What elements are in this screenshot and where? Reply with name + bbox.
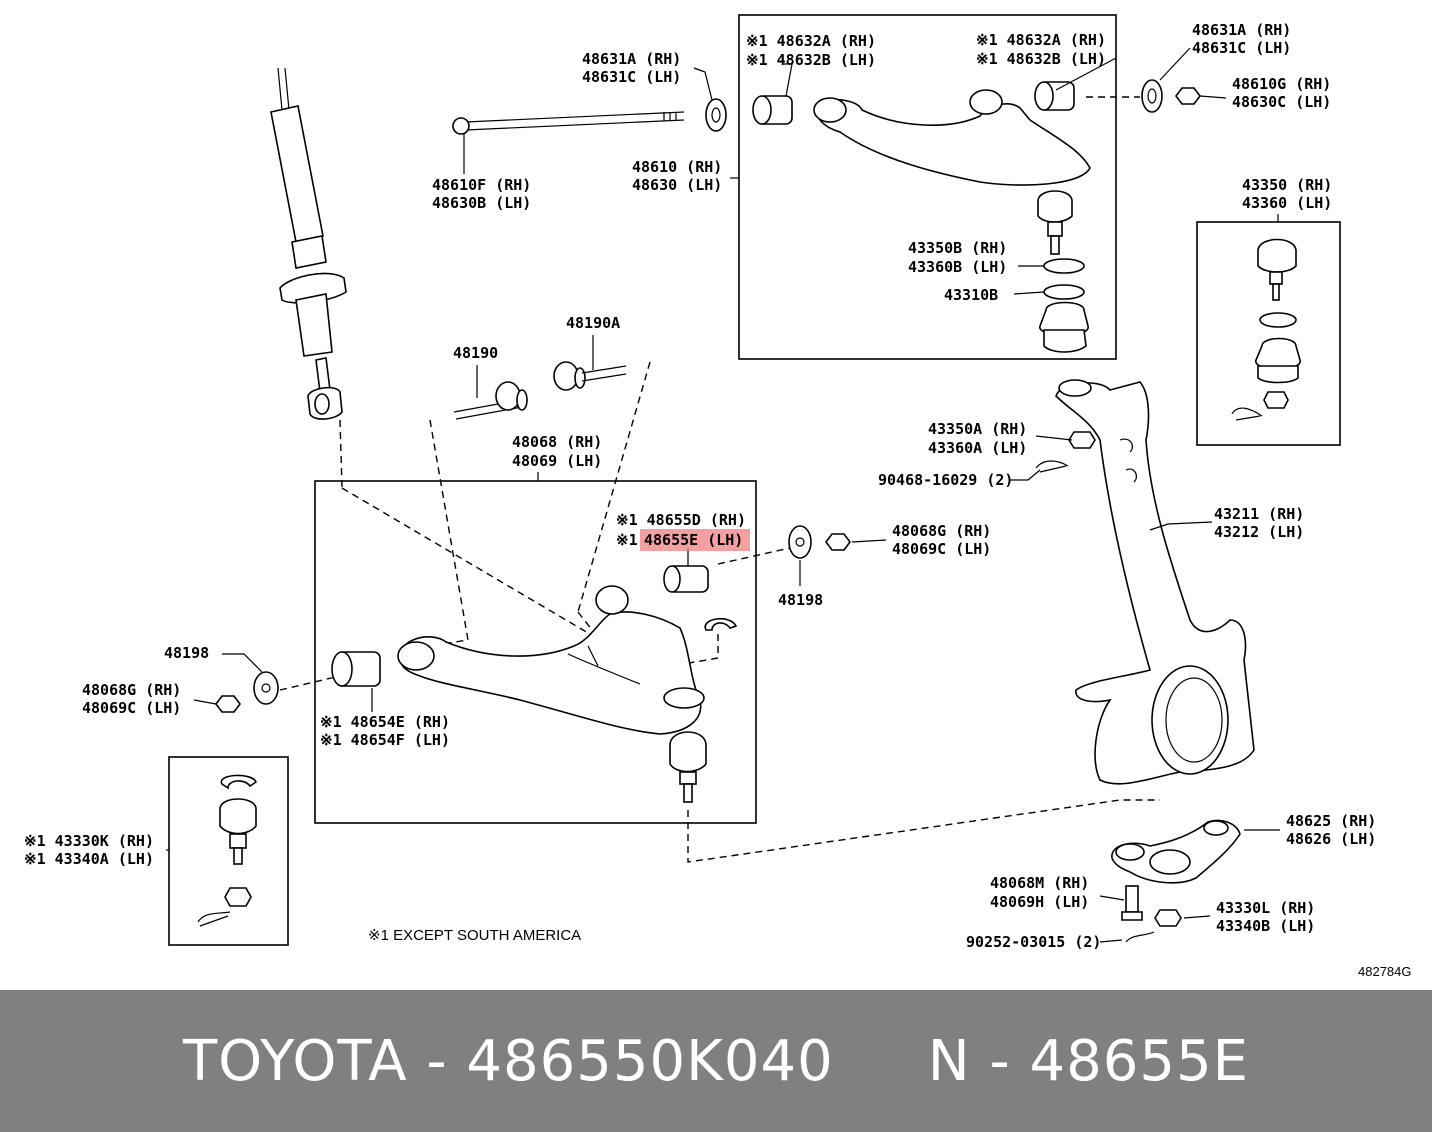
label-90468: 90468-16029 (2)	[878, 471, 1013, 489]
camber-bolt-48190A	[553, 361, 627, 391]
label-48198-left: 48198	[164, 644, 209, 662]
label-48632B-right: ※1 48632B (LH)	[976, 50, 1106, 68]
label-48610F: 48610F (RH)	[432, 176, 531, 194]
label-43350: 43350 (RH)	[1242, 176, 1332, 194]
adjusting-washer-upper	[705, 98, 727, 132]
upper-control-arm	[813, 89, 1091, 186]
part-highlight	[640, 529, 750, 551]
label-48068G-right: 48068G (RH)	[892, 522, 991, 540]
cam-plate-left	[253, 671, 279, 705]
label-48069H: 48069H (LH)	[990, 893, 1089, 911]
upper-bushing-left	[752, 95, 793, 125]
label-43360: 43360 (LH)	[1242, 194, 1332, 212]
adjusting-bolt-upper	[452, 111, 685, 135]
nut-right	[825, 533, 851, 551]
label-48632B-left: ※1 48632B (LH)	[746, 51, 876, 69]
label-43330L: 43330L (RH)	[1216, 899, 1315, 917]
washer-upper-right	[1141, 79, 1163, 113]
label-48068: 48068 (RH)	[512, 433, 602, 451]
label-43211: 43211 (RH)	[1214, 505, 1304, 523]
label-48198-right: 48198	[778, 591, 823, 609]
label-48069C-left: 48069C (LH)	[82, 699, 181, 717]
lower-ball-joint-kit	[197, 774, 257, 927]
label-43350A: 43350A (RH)	[928, 420, 1027, 438]
label-43340A: ※1 43340A (LH)	[24, 850, 154, 868]
knuckle-cotter-pin	[1035, 460, 1069, 473]
nut-left	[215, 695, 241, 713]
label-48630B: 48630B (LH)	[432, 194, 531, 212]
part-number-banner: TOYOTA - 486550K040 N - 48655E	[0, 990, 1432, 1132]
label-90252: 90252-03015 (2)	[966, 933, 1101, 951]
diagram-ref-code: 482784G	[1358, 964, 1412, 979]
steering-knuckle	[1055, 379, 1255, 785]
label-48631A-right: 48631A (RH)	[1192, 21, 1291, 39]
upper-dust-boot	[1039, 301, 1089, 353]
label-43350B: 43350B (RH)	[908, 239, 1007, 257]
lower-arm-frame	[314, 480, 757, 824]
label-48068G-left: 48068G (RH)	[82, 681, 181, 699]
lower-bushing-front	[663, 565, 709, 593]
lower-ball-joint-frame	[168, 756, 289, 946]
label-48068M: 48068M (RH)	[990, 874, 1089, 892]
diagram-canvas: 48631A (RH) 48631C (LH) 48610F (RH) 4863…	[24, 14, 1412, 979]
label-48631C-top: 48631C (LH)	[582, 68, 681, 86]
camber-bolt-48190	[453, 381, 528, 420]
label-48632A-left: ※1 48632A (RH)	[746, 32, 876, 50]
label-48632A-right: ※1 48632A (RH)	[976, 31, 1106, 49]
label-48655E-mark: ※1	[616, 531, 638, 549]
lower-bushing-rear	[331, 651, 381, 687]
footnote: ※1 EXCEPT SOUTH AMERICA	[368, 927, 581, 944]
label-43212: 43212 (LH)	[1214, 523, 1304, 541]
label-48190A: 48190A	[566, 314, 620, 332]
label-48655E: 48655E (LH)	[644, 531, 743, 549]
knuckle-arm-nut	[1154, 909, 1182, 927]
lower-snap-ring	[704, 618, 738, 631]
upper-ball-joint-kit	[1231, 238, 1301, 421]
upper-ball-joint	[1037, 190, 1073, 255]
label-48610: 48610 (RH)	[632, 158, 722, 176]
parts-diagram: 48631A (RH) 48631C (LH) 48610F (RH) 4863…	[24, 14, 1412, 979]
shock-absorber	[270, 67, 347, 420]
label-43310B: 43310B	[944, 286, 998, 304]
label-48069C-right: 48069C (LH)	[892, 540, 991, 558]
label-48190: 48190	[453, 344, 498, 362]
lower-ball-joint	[669, 731, 707, 803]
label-48654E: ※1 48654E (RH)	[320, 713, 450, 731]
upper-ball-joint-frame	[1196, 221, 1341, 446]
label-48655D: ※1 48655D (RH)	[616, 511, 746, 529]
upper-arm-frame	[738, 14, 1117, 360]
lower-control-arm	[397, 585, 705, 735]
label-43360B: 43360B (LH)	[908, 258, 1007, 276]
label-48630: 48630 (LH)	[632, 176, 722, 194]
upper-snap-ring	[1043, 258, 1085, 274]
part-number-text: TOYOTA - 486550K040 N - 48655E	[182, 1028, 1250, 1094]
nut-upper-right	[1175, 87, 1201, 105]
label-43360A: 43360A (LH)	[928, 439, 1027, 457]
label-48626: 48626 (LH)	[1286, 830, 1376, 848]
label-48630C: 48630C (LH)	[1232, 93, 1331, 111]
knuckle-arm-cotter-pin	[1125, 931, 1155, 943]
upper-ring	[1043, 284, 1085, 300]
label-48631C-right: 48631C (LH)	[1192, 39, 1291, 57]
label-48610G: 48610G (RH)	[1232, 75, 1331, 93]
label-48654F: ※1 48654F (LH)	[320, 731, 450, 749]
knuckle-nut	[1068, 431, 1096, 449]
upper-bushing-right	[1034, 81, 1075, 111]
knuckle-arm	[1111, 819, 1241, 884]
label-48069: 48069 (LH)	[512, 452, 602, 470]
cam-plate-right	[788, 525, 812, 559]
label-43330K: ※1 43330K (RH)	[24, 832, 154, 850]
label-48625: 48625 (RH)	[1286, 812, 1376, 830]
label-43340B: 43340B (LH)	[1216, 917, 1315, 935]
leader-lines	[166, 47, 1280, 943]
knuckle-arm-bolt	[1121, 885, 1143, 921]
label-48631A-top: 48631A (RH)	[582, 50, 681, 68]
